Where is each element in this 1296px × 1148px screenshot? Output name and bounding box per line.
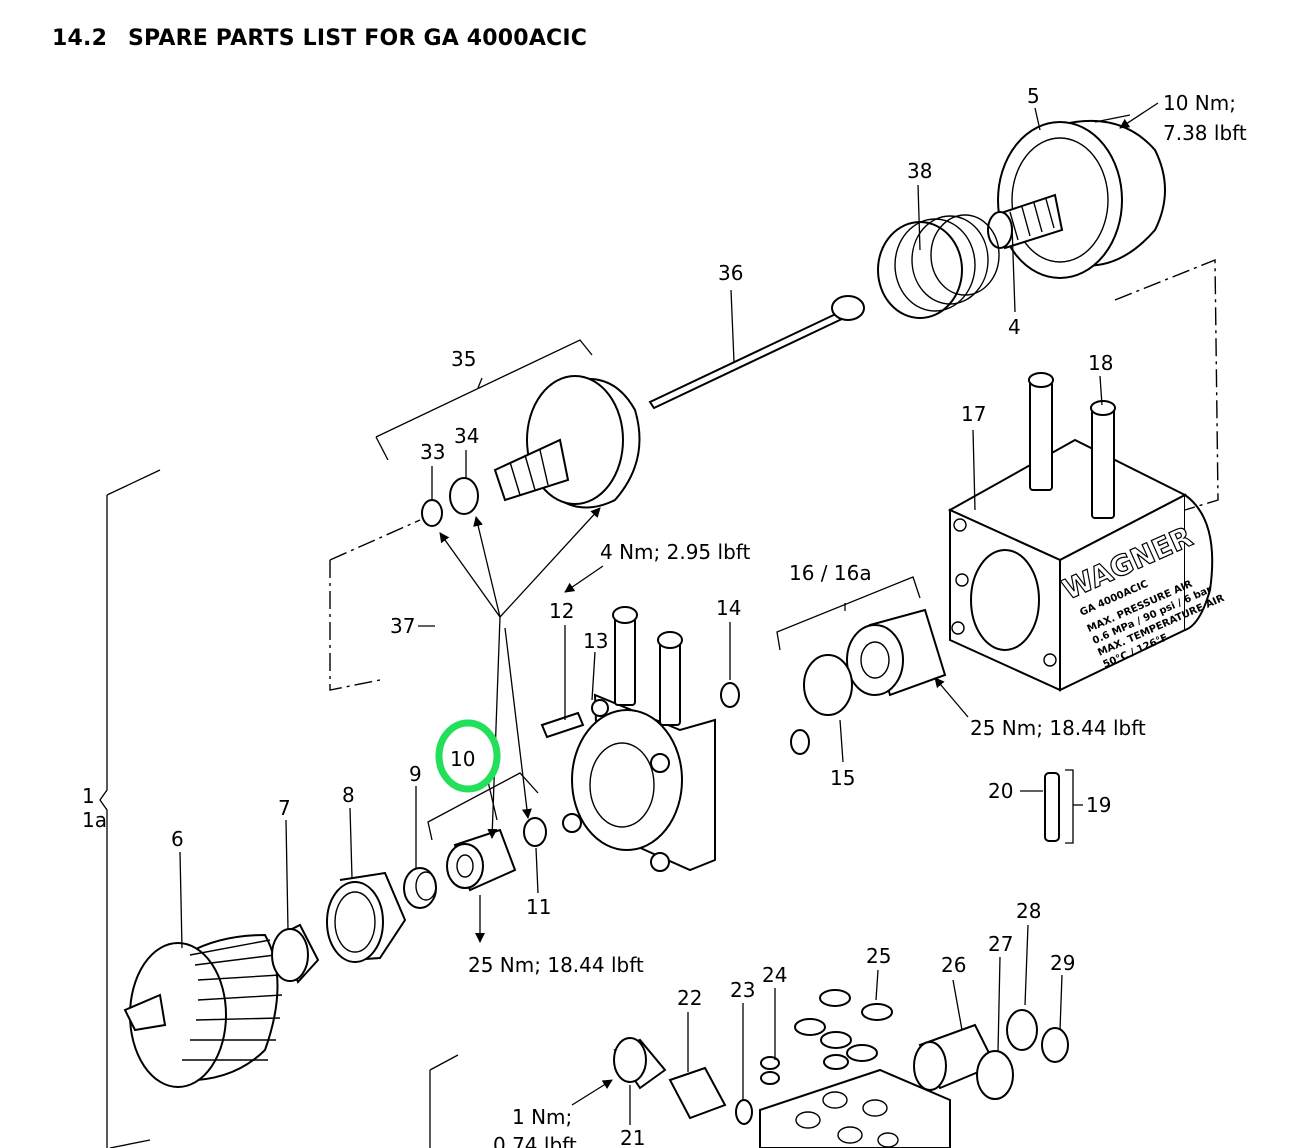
callout-19: 19 [1086, 793, 1111, 817]
callout-4: 4 [1008, 315, 1021, 339]
torque-part12: 4 Nm; 2.95 lbft [600, 540, 750, 564]
torque-part5-line1: 10 Nm; [1163, 91, 1236, 115]
callout-10: 10 [450, 747, 475, 771]
callout-36: 36 [718, 261, 743, 285]
part-7-nozzle [271, 923, 320, 984]
section-heading: 14.2 SPARE PARTS LIST FOR GA 4000ACIC [52, 26, 587, 51]
callout-18: 18 [1088, 351, 1113, 375]
part-lower-manifold [613, 989, 1069, 1148]
callout-25: 25 [866, 944, 891, 968]
callout-5: 5 [1027, 84, 1040, 108]
torque-part10: 25 Nm; 18.44 lbft [468, 953, 644, 977]
part-35-piston [493, 375, 641, 509]
part-14-oring [720, 682, 740, 708]
part-11-oring [523, 817, 547, 847]
callout-37: 37 [390, 614, 415, 638]
highlight-circle-10 [435, 719, 501, 793]
callout-13: 13 [583, 629, 608, 653]
callout-20: 20 [988, 779, 1013, 803]
part-17-gun-body [947, 438, 1214, 692]
torque-part21-line1: 1 Nm; [512, 1105, 572, 1129]
part-33-oring [421, 499, 443, 527]
part-13-head [540, 606, 716, 872]
callout-22: 22 [677, 986, 702, 1010]
part-9-seal [403, 867, 437, 909]
part-16-valve [790, 608, 947, 755]
callout-12: 12 [549, 599, 574, 623]
part-19-pin [1020, 769, 1083, 844]
torque-labels: 10 Nm; 7.38 lbft 4 Nm; 2.95 lbft 25 Nm; … [468, 91, 1247, 1148]
torque-part21-line2: 0.74 lbft [493, 1133, 577, 1148]
callout-23: 23 [730, 978, 755, 1002]
callout-26: 26 [941, 953, 966, 977]
part-18-screws [1028, 372, 1116, 519]
callout-6: 6 [171, 827, 184, 851]
callout-labels: 5 38 4 36 35 18 17 34 33 12 13 14 16 / 1… [82, 84, 1113, 1148]
callout-33: 33 [420, 440, 445, 464]
callout-17: 17 [961, 402, 986, 426]
callout-21: 21 [620, 1126, 645, 1148]
part-8-ring [326, 871, 407, 963]
callout-1: 1 [82, 784, 95, 808]
part-36-needle [648, 295, 865, 410]
callout-24: 24 [762, 963, 787, 987]
section-number: 14.2 [52, 26, 108, 51]
callout-14: 14 [716, 596, 741, 620]
torque-part16: 25 Nm; 18.44 lbft [970, 716, 1146, 740]
torque-part5-line2: 7.38 lbft [1163, 121, 1247, 145]
callout-8: 8 [342, 783, 355, 807]
callout-38: 38 [907, 159, 932, 183]
leader-lines [99, 102, 1159, 1148]
dash-lines [329, 258, 1219, 691]
callout-11: 11 [526, 895, 551, 919]
part-38-spring [877, 214, 1000, 319]
part-5-housing [997, 114, 1166, 279]
part-34-oring [449, 477, 479, 515]
callout-28: 28 [1016, 899, 1041, 923]
part-6-air-cap [123, 933, 283, 1088]
callout-9: 9 [409, 762, 422, 786]
callout-16-16a: 16 / 16a [789, 561, 872, 585]
callout-1a: 1a [82, 808, 107, 832]
callout-34: 34 [454, 424, 479, 448]
section-title: SPARE PARTS LIST FOR GA 4000ACIC [128, 26, 588, 51]
callout-35: 35 [451, 347, 476, 371]
callout-7: 7 [278, 796, 291, 820]
callout-27: 27 [988, 932, 1013, 956]
callout-15: 15 [830, 766, 855, 790]
callout-29: 29 [1050, 951, 1075, 975]
part-10-insert [446, 828, 517, 892]
